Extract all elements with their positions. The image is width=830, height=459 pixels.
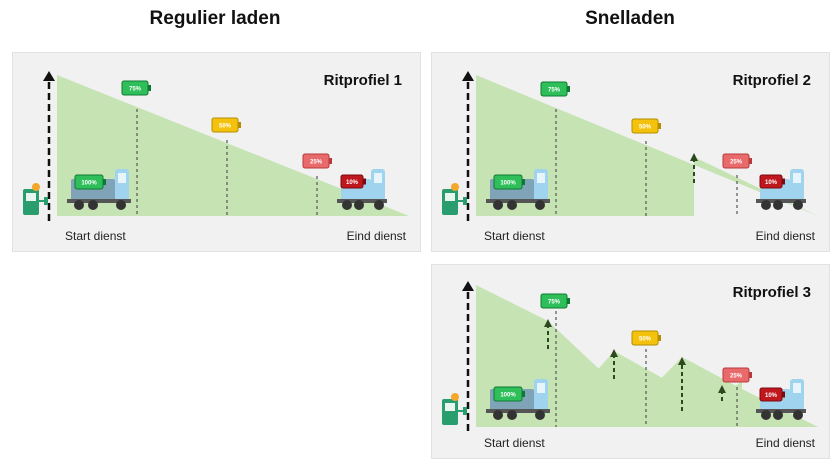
battery-icon-truck-end: 10% [759,387,785,402]
charging-station-icon [442,393,467,425]
battery-icon-75: 75% [540,293,570,309]
up-arrow-head [718,385,726,393]
battery-label-75: 75% [548,88,561,94]
heading-fast: Snelladen [585,8,675,29]
truck-battery-label: 100% [500,181,516,187]
up-arrow-head [610,349,618,357]
charging-station-icon [442,183,467,215]
charging-station-icon [23,183,48,215]
panel-ritprofiel-3: 100% 10% 75% 50% 25% Ritp [431,264,830,459]
heading-regular: Regulier laden [149,8,281,29]
battery-icon-truck-end: 10% [340,174,366,189]
panel-ritprofiel-1: 100% 10% 75% 50% 25% [12,52,421,252]
battery-icon-truck-start: 100% [493,386,525,402]
battery-label-25: 25% [730,374,743,380]
battery-icon-truck-start: 100% [493,174,525,190]
battery-label-75: 75% [129,87,142,93]
battery-icon-25: 25% [302,153,332,169]
axis-arrow-head [462,71,474,81]
truck-battery-label: 100% [81,181,97,187]
battery-label-25: 25% [730,160,743,166]
battery-label-50: 50% [639,337,652,343]
energy-area [57,75,409,216]
battery-label-50: 50% [639,125,652,131]
battery-icon-50: 50% [631,118,661,134]
battery-icon-75: 75% [540,81,570,97]
start-label: Start dienst [65,229,126,243]
end-battery-label: 10% [765,393,778,399]
truck-battery-label: 100% [500,393,516,399]
battery-label-50: 50% [219,124,232,130]
end-label: Eind dienst [346,229,406,243]
start-label: Start dienst [484,436,545,450]
battery-icon-50: 50% [631,330,661,346]
battery-icon-25: 25% [722,367,752,383]
battery-icon-50: 50% [211,117,241,133]
panel-title: Ritprofiel 1 [323,72,402,89]
battery-icon-truck-start: 100% [74,174,106,190]
battery-icon-25: 25% [722,153,752,169]
start-label: Start dienst [484,229,545,243]
energy-area-part [614,351,682,427]
end-label: Eind dienst [755,229,815,243]
end-battery-label: 10% [346,180,359,186]
end-battery-label: 10% [765,180,778,186]
axis-arrow-head [43,71,55,81]
energy-area-part [548,321,614,427]
battery-label-25: 25% [310,160,323,166]
up-arrow-head [678,357,686,365]
battery-icon-truck-end: 10% [759,174,785,189]
ritprofiel-2-diagram: 100% 10% 75% 50% 25% [442,71,818,221]
axis-arrow-head [462,281,474,291]
ritprofiel-3-diagram: 100% 10% 75% 50% 25% [442,281,818,431]
end-label: Eind dienst [755,436,815,450]
panel-title: Ritprofiel 2 [732,72,811,89]
up-arrow-head [690,153,698,161]
battery-icon-75: 75% [121,80,151,96]
battery-label-75: 75% [548,300,561,306]
ritprofiel-1-diagram: 100% 10% 75% 50% 25% [23,71,409,221]
panel-ritprofiel-2: 100% 10% 75% 50% 25% Ritp [431,52,830,252]
panel-title: Ritprofiel 3 [732,284,811,301]
up-arrow-head [544,319,552,327]
